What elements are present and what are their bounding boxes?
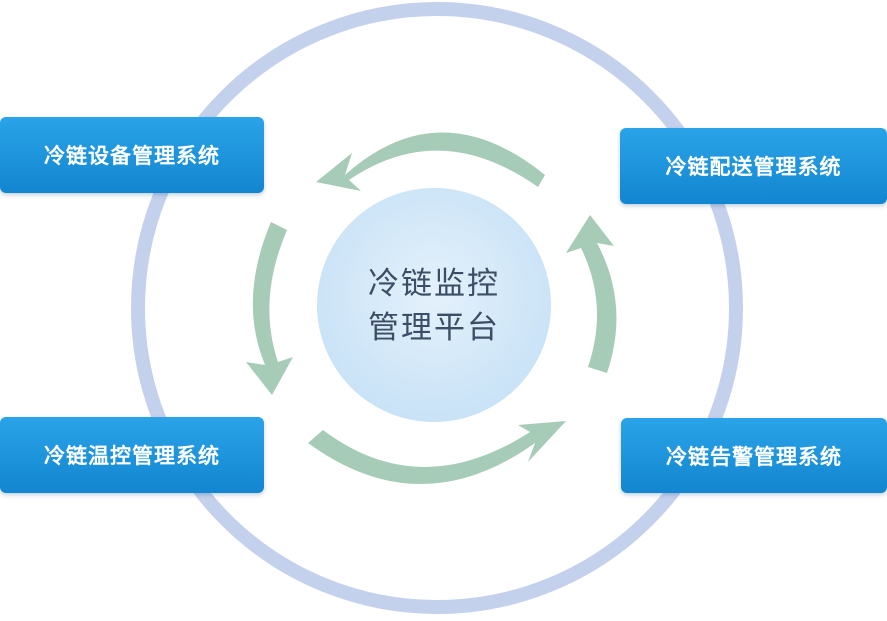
center-label-line2: 管理平台 <box>368 310 500 346</box>
system-box-temperature: 冷链温控管理系统 <box>0 417 264 493</box>
center-circle <box>317 188 551 422</box>
outer-ring <box>131 2 743 614</box>
system-box-equipment: 冷链设备管理系统 <box>0 117 264 193</box>
system-box-alarm: 冷链告警管理系统 <box>621 418 887 493</box>
arrow-left <box>246 222 293 395</box>
arrow-top <box>316 132 545 191</box>
center-label-line1: 冷链监控 <box>368 266 500 302</box>
arrow-bottom <box>308 421 566 484</box>
arrow-right <box>566 215 617 373</box>
center-label: 冷链监控 管理平台 <box>318 262 550 350</box>
system-box-delivery: 冷链配送管理系统 <box>620 128 887 204</box>
